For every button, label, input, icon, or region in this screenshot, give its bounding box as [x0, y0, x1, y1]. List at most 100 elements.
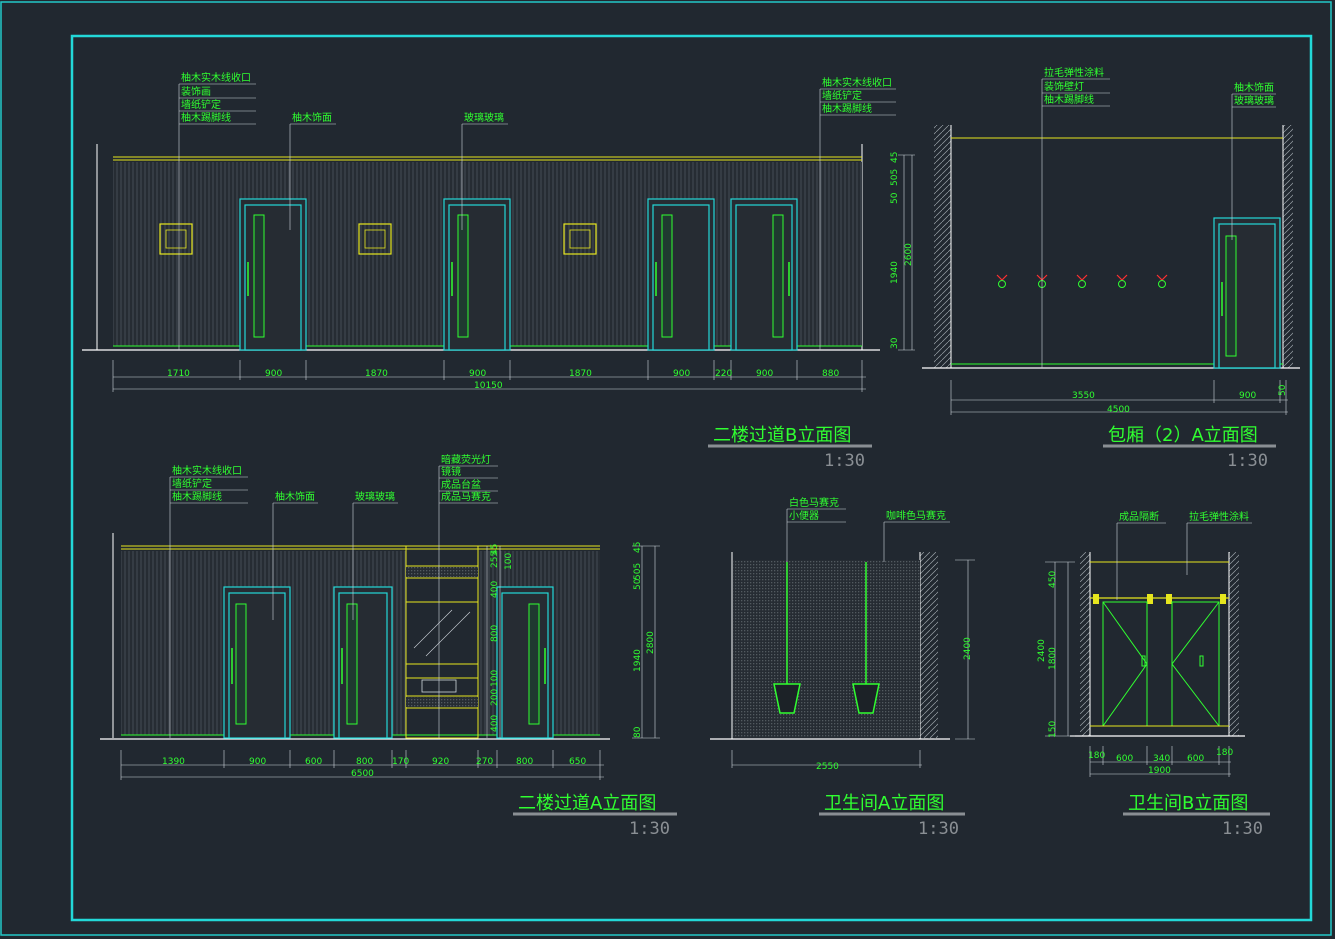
dim-tb-v3: 150	[1048, 721, 1058, 738]
label-room-top-0: 拉毛弹性涂料	[1044, 66, 1104, 79]
label-tb-left: 成品隔断	[1119, 510, 1159, 523]
label-room-right-1: 玻璃玻璃	[1234, 94, 1274, 107]
dim-b-total: 10150	[474, 381, 503, 391]
dim-b-6: 220	[715, 369, 732, 379]
dim-b-v1: 505	[890, 169, 900, 186]
label-a-mid2: 玻璃玻璃	[355, 490, 395, 503]
dim-tb-0: 180	[1088, 751, 1105, 761]
title-corridor-a: 二楼过道A立面图	[518, 793, 656, 814]
dim-a-0: 1390	[162, 757, 185, 767]
dim-b-8: 880	[822, 369, 839, 379]
dim-a-total: 6500	[351, 769, 374, 779]
dim-a-in5: 100	[490, 670, 500, 687]
label-room-top-2: 柚木踢脚线	[1044, 93, 1094, 106]
label-a-left-1: 墙纸铲定	[172, 477, 212, 490]
dim-a-7: 800	[516, 757, 533, 767]
title-room-a: 包厢（2）A立面图	[1108, 425, 1258, 446]
elevation-corridor-a: 柚木实木线收口 墙纸铲定 柚木踢脚线 柚木饰面 玻璃玻璃 暗藏荧光灯 镜镜 成品…	[100, 453, 677, 839]
scale-corridor-a: 1:30	[629, 819, 670, 839]
label-b-left-1: 装饰画	[181, 85, 211, 98]
dim-a-v1: 505	[633, 563, 643, 580]
dim-b-v2: 50	[890, 192, 900, 204]
dim-b-v5: 30	[890, 337, 900, 349]
dim-tb-4: 180	[1216, 748, 1233, 758]
label-a-right-0: 暗藏荧光灯	[441, 453, 491, 466]
dim-b-2: 1870	[365, 369, 388, 379]
label-b-left-2: 墙纸铲定	[181, 98, 221, 111]
dim-tb-2: 340	[1153, 754, 1170, 764]
label-b-left-3: 柚木踢脚线	[181, 111, 231, 124]
dim-room-total: 4500	[1107, 405, 1130, 415]
dim-b-v3: 2600	[904, 243, 914, 266]
dim-b-1: 900	[265, 369, 282, 379]
dim-a-in1: 255	[490, 551, 500, 568]
label-b-right-2: 柚木踢脚线	[822, 102, 872, 115]
dim-a-2: 600	[305, 757, 322, 767]
elevation-toilet-b: 成品隔断 拉毛弹性涂料 180 600 340 600 180 1900 450…	[1037, 510, 1270, 839]
dim-b-v0: 45	[890, 152, 900, 163]
dim-b-4: 1870	[569, 369, 592, 379]
label-ta-left-0: 白色马赛克	[789, 496, 839, 509]
dim-b-7: 900	[756, 369, 773, 379]
dim-a-1: 900	[249, 757, 266, 767]
dim-room-0: 3550	[1072, 391, 1095, 401]
dim-a-3: 800	[356, 757, 373, 767]
dim-a-in4: 800	[490, 625, 500, 642]
dim-tb-v2: 2400	[1037, 639, 1047, 662]
dim-a-4: 170	[392, 757, 409, 767]
elevation-toilet-a: 白色马赛克 小便器 咖啡色马赛克 2550 2400 卫生间A立面图 1:30	[710, 496, 975, 839]
dim-b-5: 900	[673, 369, 690, 379]
dim-tb-v1: 1800	[1048, 647, 1058, 670]
label-a-left-0: 柚木实木线收口	[172, 464, 242, 477]
label-ta-left-1: 小便器	[789, 509, 819, 522]
label-room-top-1: 装饰壁灯	[1044, 80, 1084, 93]
label-tb-right: 拉毛弹性涂料	[1189, 510, 1249, 523]
elevation-room-a: 拉毛弹性涂料 装饰壁灯 柚木踢脚线 柚木饰面 玻璃玻璃 3550 900 50 …	[922, 66, 1300, 471]
dim-a-in3: 400	[490, 581, 500, 598]
dim-a-v0: 45	[633, 542, 643, 553]
dim-a-6: 270	[476, 757, 493, 767]
scale-toilet-a: 1:30	[918, 819, 959, 839]
dim-a-in2: 100	[504, 553, 514, 570]
dim-b-0: 1710	[167, 369, 190, 379]
title-toilet-b: 卫生间B立面图	[1128, 793, 1248, 814]
label-ta-right: 咖啡色马赛克	[886, 509, 946, 522]
scale-toilet-b: 1:30	[1222, 819, 1263, 839]
label-a-right-2: 成品台盆	[441, 478, 481, 491]
dim-a-v4: 2800	[646, 631, 656, 654]
label-b-right-1: 墙纸铲定	[822, 89, 862, 102]
scale-room-a: 1:30	[1227, 451, 1268, 471]
label-a-right-1: 镜镜	[441, 465, 461, 478]
dim-a-v3: 1940	[633, 649, 643, 672]
dim-tb-3: 600	[1187, 754, 1204, 764]
label-room-right-0: 柚木饰面	[1234, 81, 1274, 94]
label-b-mid2: 玻璃玻璃	[464, 111, 504, 124]
dim-room-2: 50	[1278, 384, 1288, 396]
dim-a-in6: 200	[490, 689, 500, 706]
dim-b-v4: 1940	[890, 261, 900, 284]
dim-tb-total: 1900	[1148, 766, 1171, 776]
label-a-mid1: 柚木饰面	[275, 490, 315, 503]
title-corridor-b: 二楼过道B立面图	[713, 425, 851, 446]
label-a-left-2: 柚木踢脚线	[172, 490, 222, 503]
label-b-right-0: 柚木实木线收口	[822, 76, 892, 89]
dim-a-8: 650	[569, 757, 586, 767]
dim-room-1: 900	[1239, 391, 1256, 401]
dim-tb-1: 600	[1116, 754, 1133, 764]
scale-corridor-b: 1:30	[824, 451, 865, 471]
dim-ta-v: 2400	[963, 637, 973, 660]
dim-tb-v0: 450	[1048, 571, 1058, 588]
dim-b-3: 900	[469, 369, 486, 379]
elevation-corridor-b: 柚木实木线收口 装饰画 墙纸铲定 柚木踢脚线 柚木饰面 玻璃玻璃 柚木实木线收口…	[82, 71, 915, 471]
label-a-right-3: 成品马赛克	[441, 490, 491, 503]
label-b-left-0: 柚木实木线收口	[181, 71, 251, 84]
dim-a-v2: 50	[633, 578, 643, 590]
dim-a-in7: 400	[490, 715, 500, 732]
title-toilet-a: 卫生间A立面图	[824, 793, 944, 814]
inner-border	[70, 34, 1313, 922]
dim-ta-h: 2550	[816, 762, 839, 772]
dim-a-in0: 45	[490, 544, 500, 555]
dim-a-5: 920	[432, 757, 449, 767]
